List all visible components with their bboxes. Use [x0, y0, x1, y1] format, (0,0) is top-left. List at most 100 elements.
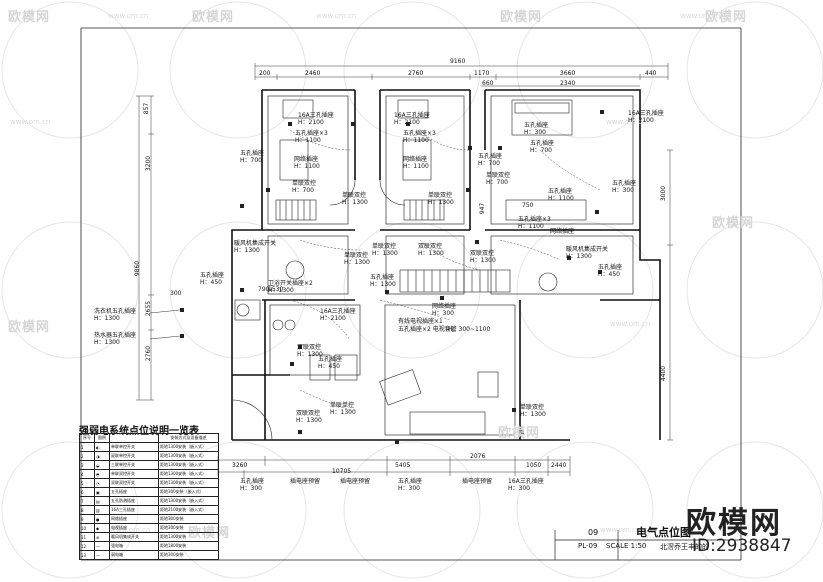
legend-cell: ▥ [94, 505, 110, 515]
legend-cell: 12 [79, 541, 95, 551]
legend-cell: ▣ [94, 487, 110, 497]
dimension-text: 2460 [305, 70, 321, 77]
watermark-text: 欧模网 [498, 426, 541, 441]
legend-row: 10◆电视插座距地300安装 [79, 523, 219, 533]
legend-header [109, 433, 159, 443]
sheet-title: 电气点位图 [636, 526, 691, 539]
dimension-text: 9160 [450, 58, 466, 65]
tv-label: H：300~1100 [448, 326, 491, 333]
dimension-text: 857 [143, 102, 151, 115]
legend-cell: 单联双控开关 [109, 469, 159, 479]
bottom-label: 插电座预留 [462, 478, 493, 485]
dimension-text: 2076 [470, 453, 486, 460]
legend-cell: ◒ [94, 460, 110, 470]
legend-cell: 距地300安装 [158, 550, 219, 560]
dimension-text: 300 [170, 290, 182, 297]
legend-row: 3◒三联单控开关距地1300安装（嵌入式） [79, 460, 219, 470]
dimension-text: 9860 [134, 260, 142, 277]
legend-cell: 距地1300安装（嵌入式） [158, 451, 219, 461]
legend-header-row: 序号 图例 安装方式及设备描述 [79, 433, 219, 443]
dimension-text: 750 [522, 202, 534, 209]
legend-cell: 双联单控开关 [109, 451, 159, 461]
legend-cell: 强电箱 [109, 541, 159, 551]
legend-row: 6▣五孔插座距地300安装（嵌入式） [79, 487, 219, 497]
title-block-lines [554, 530, 741, 560]
legend-cell: 距地2100安装（嵌入式） [158, 505, 219, 515]
dimension-text: 2655 [145, 300, 153, 317]
legend-cell: ◐ [94, 442, 110, 452]
dimension-text: 2340 [560, 80, 576, 87]
legend-cell: 4 [79, 469, 95, 479]
brand-id: ID:2938847 [692, 536, 792, 556]
watermark-url: www.om.cn [10, 118, 51, 126]
sheet-number: 09 [588, 528, 599, 537]
dimension-text: 440 [645, 70, 657, 77]
legend-row: 11⊕暖风机集成开关距地1300安装 [79, 532, 219, 542]
legend-row: 9●网络插座距地300安装 [79, 514, 219, 524]
dimension-text: 2760 [408, 70, 424, 77]
legend-cell: 距地1300安装 [158, 532, 219, 542]
watermark-text: 欧模网 [8, 320, 51, 335]
bottom-label: 插电座预留 [340, 478, 371, 485]
legend-cell: 9 [79, 514, 95, 524]
legend-cell: 10 [79, 523, 95, 533]
legend-cell: 7 [79, 496, 95, 506]
watermark-text: 欧模网 [705, 10, 748, 25]
legend-cell: 距地300安装（嵌入式） [158, 487, 219, 497]
watermark-text: 欧模网 [712, 216, 755, 231]
legend-row: 7▤五孔防溅插座距地1300安装（嵌入式） [79, 496, 219, 506]
legend-cell: 5 [79, 478, 95, 488]
legend-title: 强弱电系统点位说明一览表 [79, 426, 199, 437]
legend-row: 5◔双联双控开关距地1300安装（嵌入式） [79, 478, 219, 488]
legend-cell: — [94, 550, 110, 560]
legend-header: 序号 [79, 433, 95, 443]
legend-cell: 距地1300安装（嵌入式） [158, 460, 219, 470]
legend-cell: 13 [79, 550, 95, 560]
watermark-url: www.om.cn [600, 526, 641, 534]
legend-cell: 网络插座 [109, 514, 159, 524]
wiring [289, 129, 601, 411]
watermark-url: www.om.cn [400, 320, 441, 328]
dimension-text: 3000 [660, 185, 668, 202]
watermark-text: 欧模网 [192, 10, 235, 25]
bottom-label: 插电座预留 [290, 478, 321, 485]
legend-cell: 2 [79, 451, 95, 461]
watermark-url: www.om.cn [316, 12, 357, 20]
dimension-text: 10705 [332, 468, 352, 475]
network-label: 网络插座 [550, 228, 575, 235]
legend-cell: 距地1800安装 [158, 541, 219, 551]
legend-table: 序号 图例 安装方式及设备描述 1◐单联单控开关距地1300安装（嵌入式）2◑双… [79, 433, 219, 560]
dimension-text: 2440 [551, 462, 567, 469]
leader-lines [149, 309, 245, 478]
dimension-text: 200 [259, 70, 271, 77]
dimension-text: 3660 [560, 70, 576, 77]
legend-cell: ◑ [94, 451, 110, 461]
dimension-text: 790 [258, 286, 270, 293]
